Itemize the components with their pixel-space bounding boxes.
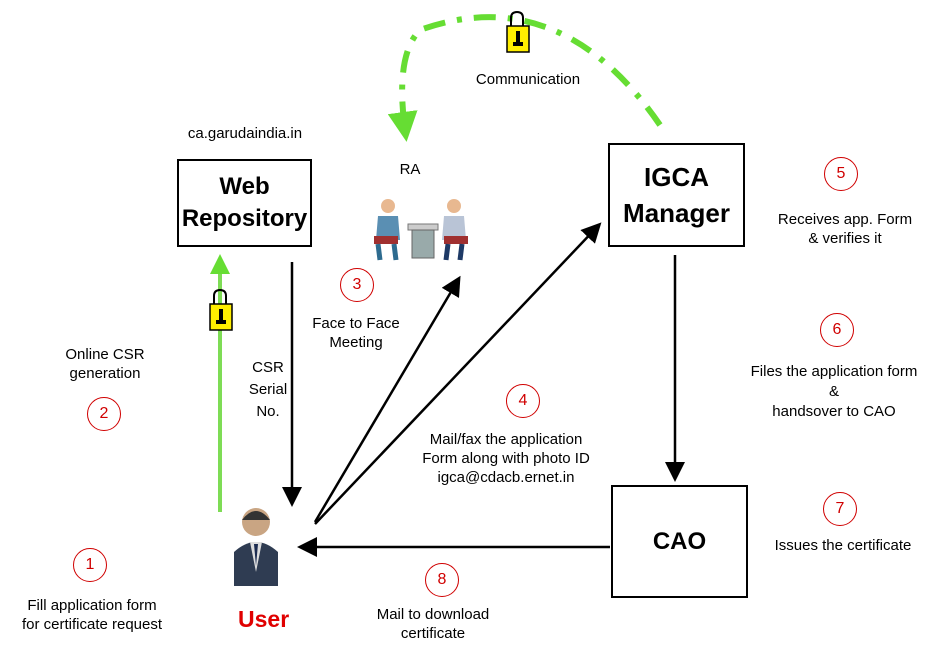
lock-icon	[506, 10, 530, 53]
step-6-line-3: handsover to CAO	[772, 403, 896, 420]
step-2-number: 2	[87, 397, 121, 431]
step-4-number: 4	[506, 384, 540, 418]
mail-fax-label: Mail/fax the application Form along with…	[406, 430, 606, 487]
igca-manager-label-2: Manager	[623, 198, 730, 228]
cao-label: CAO	[652, 527, 707, 555]
step-5-line-1: Receives app. Form	[777, 211, 913, 228]
csr-serial-line-2: Serial	[248, 381, 288, 398]
step-1-text: Fill application form for certificate re…	[2, 596, 182, 634]
face-meeting-line-2: Meeting	[329, 334, 383, 351]
online-csr-line-2: generation	[69, 365, 141, 382]
step-5-text: Receives app. Form & verifies it	[760, 210, 930, 248]
step-6-number: 6	[820, 313, 854, 347]
online-csr-line-1: Online CSR	[65, 346, 145, 363]
mail-fax-line-2: Form along with photo ID	[422, 450, 590, 467]
user-label: User	[238, 606, 290, 632]
step-1-line-1: Fill application form	[27, 597, 157, 614]
step-8-number: 8	[425, 563, 459, 597]
step-7-text: Issues the certificate	[758, 536, 928, 555]
step-6-text: Files the application form & handsover t…	[735, 362, 933, 422]
face-meeting-arrow	[313, 275, 461, 523]
user-icon	[234, 508, 278, 586]
step-1-number: 1	[73, 548, 107, 582]
communication-label: Communication	[475, 71, 581, 88]
cao-node: CAO	[611, 485, 748, 598]
igca-manager-label-1: IGCA	[644, 162, 709, 192]
csr-serial-line-1: CSR	[252, 359, 284, 376]
mail-fax-line-3: igca@cdacb.ernet.in	[437, 469, 575, 486]
mail-download-line-2: certificate	[400, 625, 466, 642]
web-repository-label-2: Repository	[181, 205, 308, 232]
mail-download-line-1: Mail to download	[376, 606, 490, 623]
csr-serial-line-3: No.	[256, 403, 280, 420]
face-meeting-label: Face to Face Meeting	[296, 314, 416, 352]
step-6-line-1: Files the application form	[750, 363, 918, 380]
step-6-line-2: &	[828, 383, 839, 400]
meeting-icon	[374, 199, 468, 261]
csr-serial-label: CSR Serial No.	[238, 357, 298, 423]
mail-download-label: Mail to download certificate	[358, 605, 508, 643]
step-3-number: 3	[340, 268, 374, 302]
ra-label: RA	[399, 161, 421, 178]
step-7-number: 7	[823, 492, 857, 526]
step-5-number: 5	[824, 157, 858, 191]
step-5-line-2: & verifies it	[808, 230, 882, 247]
mail-fax-line-1: Mail/fax the application	[429, 431, 583, 448]
step-7-line-1: Issues the certificate	[774, 537, 912, 554]
web-repository-node: Web Repository	[177, 159, 312, 247]
igca-manager-node: IGCA Manager	[608, 143, 745, 247]
communication-arc	[387, 14, 663, 142]
step-1-line-2: for certificate request	[21, 616, 163, 633]
face-meeting-line-1: Face to Face	[312, 315, 400, 332]
mail-fax-arrow	[314, 222, 602, 525]
online-csr-label: Online CSR generation	[30, 345, 180, 383]
web-repository-url: ca.garudaindia.in	[187, 125, 303, 142]
lock-icon	[209, 288, 233, 331]
web-repository-label-1: Web	[219, 173, 270, 200]
